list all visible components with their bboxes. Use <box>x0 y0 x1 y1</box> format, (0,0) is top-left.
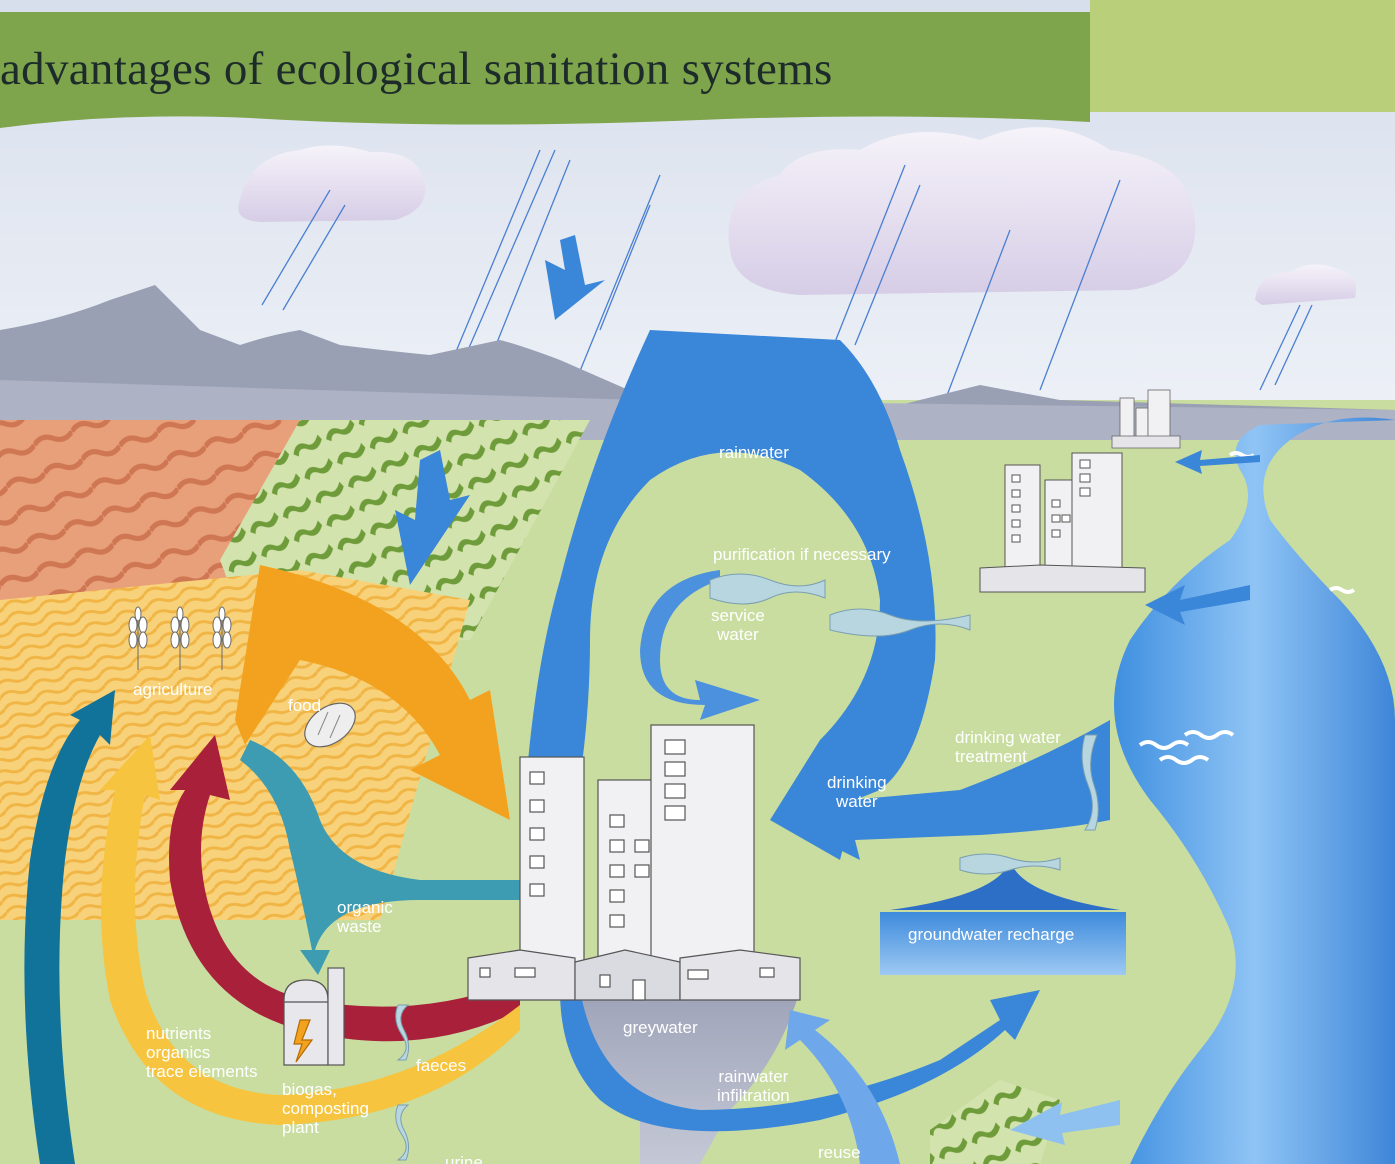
groundwater-recharge-label: groundwater recharge <box>908 925 1074 944</box>
nutrients-label: nutrients organics trace elements <box>146 1024 258 1081</box>
greywater-label: greywater <box>623 1018 698 1037</box>
biogas-label: biogas, composting plant <box>282 1080 369 1137</box>
urine-label: urine <box>445 1153 483 1164</box>
nutrients-line-3: trace elements <box>146 1062 258 1081</box>
purification-label: purification if necessary <box>713 545 891 564</box>
rainwater-infiltration-label: rainwater infiltration <box>717 1067 790 1105</box>
organic-waste-line-2: waste <box>337 917 393 936</box>
organic-waste-line-1: organic <box>337 898 393 917</box>
service-water-line-2: water <box>711 625 765 644</box>
page-title: advantages of ecological sanitation syst… <box>0 42 833 96</box>
reuse-label: reuse <box>818 1143 861 1162</box>
drinking-water-label: drinking water <box>827 773 887 811</box>
faeces-label: faeces <box>416 1056 466 1075</box>
drinking-water-treatment-label: drinking water treatment <box>955 728 1061 766</box>
service-water-label: service water <box>711 606 765 644</box>
infiltration-line-2: infiltration <box>717 1086 790 1105</box>
nutrients-line-2: organics <box>146 1043 258 1062</box>
organic-waste-label: organic waste <box>337 898 393 936</box>
biogas-line-1: biogas, <box>282 1080 369 1099</box>
food-label: food <box>288 696 321 715</box>
biogas-plant-icon <box>284 968 344 1065</box>
biogas-line-2: composting <box>282 1099 369 1118</box>
biogas-line-3: plant <box>282 1118 369 1137</box>
treatment-line-2: treatment <box>955 747 1061 766</box>
drinking-water-line-1: drinking <box>827 773 887 792</box>
nutrients-line-1: nutrients <box>146 1024 258 1043</box>
agriculture-label: agriculture <box>133 680 212 699</box>
infiltration-line-1: rainwater <box>717 1067 790 1086</box>
treatment-line-1: drinking water <box>955 728 1061 747</box>
title-band-end <box>1090 0 1395 112</box>
drinking-water-line-2: water <box>827 792 887 811</box>
rainwater-label: rainwater <box>719 443 789 462</box>
service-water-line-1: service <box>711 606 765 625</box>
